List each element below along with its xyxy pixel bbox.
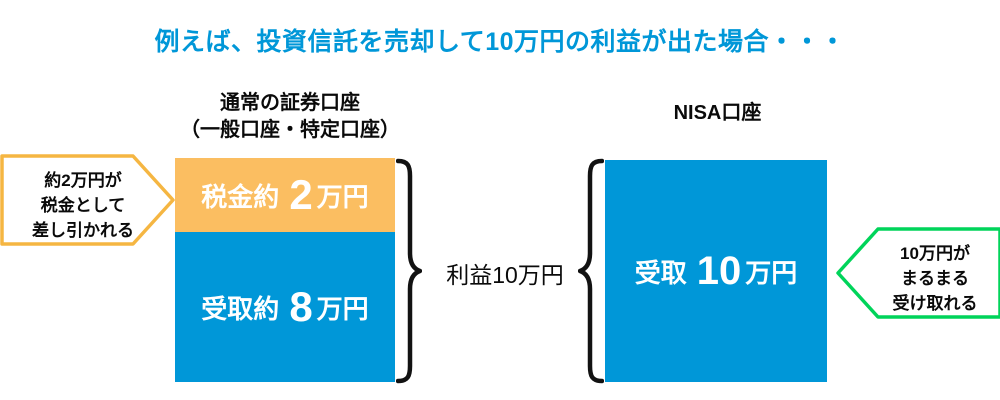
bar-receive-unit: 万円: [316, 293, 369, 324]
bar-receive-number: 8: [289, 283, 313, 330]
bar-tax-amount: 税金約 2 万円: [175, 158, 395, 232]
right-column-heading-line1: NISA口座: [673, 102, 762, 124]
callout-right-text: 10万円が まるまる 受け取れる: [868, 241, 1000, 316]
callout-left-arrow-icon: [0, 154, 175, 246]
brace-right-facing-icon: [395, 158, 423, 384]
right-column-heading: NISA口座: [585, 100, 850, 127]
bar-tax-label: 税金約: [201, 181, 280, 212]
callout-left: 約2万円が 税金として 差し引かれる: [0, 154, 176, 246]
bar-tax-number: 2: [289, 171, 313, 218]
bar-nisa-label: 受取: [634, 257, 687, 288]
callout-left-line2: 税金として: [40, 196, 126, 216]
bar-receive-amount: 受取約 8 万円: [175, 232, 395, 382]
bar-receive-label: 受取約: [201, 293, 280, 324]
bar-nisa-unit: 万円: [745, 257, 798, 288]
callout-left-line3: 差し引かれる: [32, 221, 134, 241]
page-title: 例えば、投資信託を売却して10万円の利益が出た場合・・・: [154, 28, 846, 56]
callout-right-line1: 10万円が: [900, 244, 970, 263]
profit-label: 利益10万円: [446, 262, 564, 288]
callout-right-line2: まるまる: [901, 269, 969, 289]
callout-left-line1: 約2万円が: [44, 171, 122, 190]
callout-left-text: 約2万円が 税金として 差し引かれる: [14, 168, 152, 243]
left-column-heading-line2: （一般口座・特定口座）: [180, 119, 400, 141]
callout-right-line3: 受け取れる: [892, 294, 978, 314]
bar-nisa-number: 10: [696, 249, 742, 293]
left-column-heading: 通常の証券口座 （一般口座・特定口座）: [145, 90, 435, 144]
bar-nisa-amount: 受取 10 万円: [605, 160, 827, 382]
callout-right-arrow-icon: [836, 227, 1000, 319]
left-column-heading-line1: 通常の証券口座: [220, 92, 360, 114]
brace-left-facing-icon: [577, 158, 605, 384]
callout-right: 10万円が まるまる 受け取れる: [836, 227, 1000, 319]
bar-tax-unit: 万円: [316, 181, 369, 212]
